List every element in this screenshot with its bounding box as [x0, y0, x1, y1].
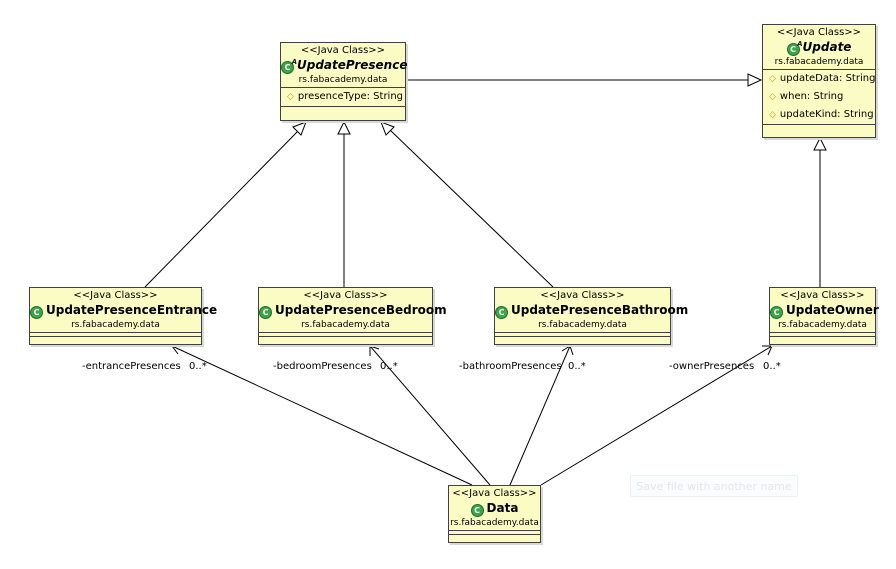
- class-c-icon: C: [495, 306, 508, 319]
- stereotype-label: <<Java Class>>: [776, 27, 862, 38]
- class-c-icon: C: [259, 306, 272, 319]
- attributes-section: [770, 332, 875, 336]
- stereotype-label: <<Java Class>>: [73, 290, 158, 301]
- multiplicity-label-owner: 0..*: [763, 361, 781, 372]
- attribute-row: ◇presenceType: String: [287, 91, 404, 102]
- field-diamond-icon: ◇: [769, 92, 776, 102]
- stereotype-label: <<Java Class>>: [452, 488, 537, 499]
- package-label: rs.fabacademy.data: [298, 75, 388, 85]
- package-label: rs.fabacademy.data: [774, 57, 864, 67]
- package-label: rs.fabacademy.data: [450, 518, 539, 528]
- attributes-section: ◇presenceType: String: [281, 87, 405, 106]
- package-label: rs.fabacademy.data: [71, 320, 160, 330]
- association-data-owner: [540, 345, 773, 486]
- generalization-owner-update: [813, 136, 827, 287]
- methods-section: [259, 336, 432, 341]
- package-label: rs.fabacademy.data: [778, 320, 867, 330]
- methods-section: [763, 124, 875, 128]
- attributes-section: [259, 332, 432, 336]
- class-name: Update: [802, 40, 852, 54]
- class-c-icon: C: [770, 306, 783, 319]
- attribute-row: ◇updateData: String: [769, 73, 876, 84]
- class-name: UpdatePresenceEntrance: [46, 303, 218, 317]
- methods-section: [449, 534, 540, 539]
- stereotype-label: <<Java Class>>: [300, 45, 386, 56]
- class-name: UpdatePresenceBedroom: [275, 303, 447, 317]
- class-name: Data: [486, 501, 519, 515]
- class-name: UpdatePresenceBathroom: [511, 303, 689, 317]
- class-c-icon: C: [470, 504, 484, 517]
- generalization-entrance-updatepresence: [144, 121, 307, 288]
- association-data-bedroom: [369, 345, 491, 486]
- attribute-row: ◇when: String: [769, 91, 844, 102]
- methods-section: [495, 336, 670, 341]
- generalization-bathroom-updatepresence: [380, 121, 554, 288]
- class-name: UpdatePresence: [297, 58, 408, 72]
- association-data-bathroom: [509, 345, 574, 486]
- stereotype-label: <<Java Class>>: [780, 290, 865, 301]
- attributes-section: [30, 332, 201, 336]
- methods-section: [770, 336, 875, 341]
- class-c-icon: C: [30, 306, 43, 319]
- role-label-bathroom: -bathroomPresences: [459, 361, 562, 372]
- attributes-section: [449, 530, 540, 534]
- role-label-bedroom: -bedroomPresences: [273, 361, 372, 372]
- attribute-row: ◇updateKind: String: [769, 109, 874, 120]
- field-diamond-icon: ◇: [769, 110, 776, 120]
- role-label-owner: -ownerPresences: [669, 361, 755, 372]
- generalization-updatepresence-update: [406, 73, 763, 87]
- faded-tooltip: Save file with another name: [630, 475, 798, 497]
- multiplicity-label-entrance: 0..*: [189, 361, 207, 372]
- attributes-section: ◇updateData: String ◇when: String ◇updat…: [763, 69, 875, 124]
- package-label: rs.fabacademy.data: [538, 320, 627, 330]
- generalization-bedroom-updatepresence: [337, 120, 351, 287]
- field-diamond-icon: ◇: [769, 74, 776, 84]
- multiplicity-label-bathroom: 0..*: [568, 361, 586, 372]
- field-diamond-icon: ◇: [287, 92, 294, 102]
- methods-section: [30, 336, 201, 341]
- stereotype-label: <<Java Class>>: [540, 290, 625, 301]
- package-label: rs.fabacademy.data: [301, 320, 390, 330]
- attributes-section: [495, 332, 670, 336]
- multiplicity-label-bedroom: 0..*: [380, 361, 398, 372]
- role-label-entrance: -entrancePresences: [82, 361, 181, 372]
- stereotype-label: <<Java Class>>: [303, 290, 388, 301]
- class-name: UpdateOwner: [786, 303, 879, 317]
- methods-section: [281, 106, 405, 110]
